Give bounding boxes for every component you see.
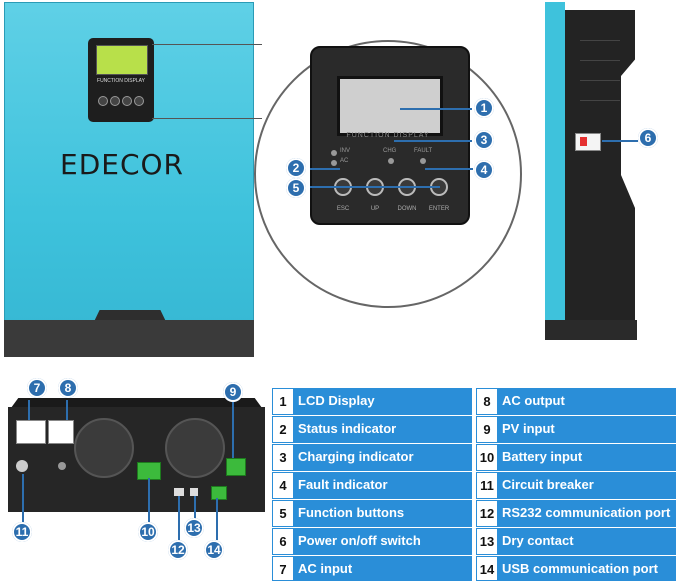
callout-line xyxy=(148,478,150,522)
enter-label: ENTER xyxy=(428,206,450,212)
inverter-side-panel xyxy=(545,2,565,337)
vent-line xyxy=(580,40,620,41)
zoom-guide-line xyxy=(152,118,262,119)
callout-badge-9: 9 xyxy=(223,382,243,402)
legend-num: 14 xyxy=(476,556,498,581)
callout-badge-6: 6 xyxy=(638,128,658,148)
legend-label: Charging indicator xyxy=(294,444,472,471)
cooling-fan xyxy=(165,418,225,478)
panel-title: FUNCTION DISPLAY xyxy=(346,132,430,139)
vent-line xyxy=(580,60,620,61)
legend-num: 13 xyxy=(476,528,498,555)
down-label: DOWN xyxy=(397,206,417,212)
callout-line xyxy=(216,498,218,540)
callout-line xyxy=(394,140,472,142)
callout-line xyxy=(425,168,473,170)
power-switch-rocker xyxy=(580,137,587,146)
callout-badge-3: 3 xyxy=(474,130,494,150)
ac-output-terminal xyxy=(48,420,74,444)
callout-line xyxy=(400,108,472,110)
legend-label: Battery input xyxy=(498,444,676,471)
legend-table: 1 LCD Display 8 AC output 2 Status indic… xyxy=(272,388,676,581)
callout-badge-7: 7 xyxy=(27,378,47,398)
callout-badge-2: 2 xyxy=(286,158,306,178)
legend-label: Status indicator xyxy=(294,416,472,443)
legend-num: 7 xyxy=(272,556,294,581)
callout-line xyxy=(22,474,24,522)
callout-badge-12: 12 xyxy=(168,540,188,560)
dry-contact-terminal xyxy=(211,486,227,500)
legend-num: 11 xyxy=(476,472,498,499)
callout-badge-1: 1 xyxy=(474,98,494,118)
legend-num: 12 xyxy=(476,500,498,527)
legend-label: USB communication port xyxy=(498,556,676,581)
legend-num: 3 xyxy=(272,444,294,471)
fault-label: FAULT xyxy=(414,148,433,154)
front-button[interactable] xyxy=(98,96,108,106)
callout-line xyxy=(178,496,180,540)
ground-screw xyxy=(58,462,66,470)
front-lcd xyxy=(96,45,148,75)
callout-badge-13: 13 xyxy=(184,518,204,538)
chg-indicator-led xyxy=(388,158,394,164)
legend-label: Fault indicator xyxy=(294,472,472,499)
power-switch[interactable] xyxy=(575,133,601,151)
legend-num: 10 xyxy=(476,444,498,471)
front-button[interactable] xyxy=(122,96,132,106)
brand-logo: EDECOR xyxy=(60,148,184,181)
inv-label: INV xyxy=(340,148,351,154)
legend-label: Dry contact xyxy=(498,528,676,555)
callout-badge-4: 4 xyxy=(474,160,494,180)
front-button[interactable] xyxy=(134,96,144,106)
legend-num: 2 xyxy=(272,416,294,443)
chg-label: CHG xyxy=(383,148,397,154)
zoom-guide-line xyxy=(152,44,262,45)
callout-badge-11: 11 xyxy=(12,522,32,542)
up-label: UP xyxy=(370,206,380,212)
legend-num: 5 xyxy=(272,500,294,527)
legend-label: PV input xyxy=(498,416,676,443)
front-panel-title: FUNCTION DISPLAY xyxy=(97,78,145,84)
callout-line xyxy=(28,400,30,420)
cooling-fan xyxy=(74,418,134,478)
legend-num: 4 xyxy=(272,472,294,499)
callout-badge-8: 8 xyxy=(58,378,78,398)
legend-num: 6 xyxy=(272,528,294,555)
legend-label: LCD Display xyxy=(294,388,472,415)
pv-input-terminal xyxy=(226,458,246,476)
legend-num: 8 xyxy=(476,388,498,415)
callout-badge-14: 14 xyxy=(204,540,224,560)
vent-line xyxy=(580,100,620,101)
legend-label: Circuit breaker xyxy=(498,472,676,499)
circuit-breaker xyxy=(16,460,28,472)
legend-label: AC output xyxy=(498,388,676,415)
vent-line xyxy=(580,80,620,81)
ac-label: AC xyxy=(340,158,349,164)
callout-line xyxy=(310,168,340,170)
legend-label: AC input xyxy=(294,556,472,581)
legend-num: 9 xyxy=(476,416,498,443)
callout-badge-5: 5 xyxy=(286,178,306,198)
legend-label: Function buttons xyxy=(294,500,472,527)
legend-label: RS232 communication port xyxy=(498,500,676,527)
inv-indicator-led xyxy=(331,150,337,156)
inverter-base xyxy=(4,320,254,357)
esc-label: ESC xyxy=(336,206,350,212)
inverter-side-base xyxy=(545,320,637,340)
usb-port xyxy=(190,488,198,496)
callout-line xyxy=(232,400,234,458)
legend-label: Power on/off switch xyxy=(294,528,472,555)
ac-input-terminal xyxy=(16,420,46,444)
ac-indicator-led xyxy=(331,160,337,166)
fault-indicator-led xyxy=(420,158,426,164)
callout-line xyxy=(194,496,196,520)
callout-line xyxy=(602,140,638,142)
legend-num: 1 xyxy=(272,388,294,415)
callout-line xyxy=(66,400,68,420)
rs232-port xyxy=(174,488,184,496)
callout-badge-10: 10 xyxy=(138,522,158,542)
front-button[interactable] xyxy=(110,96,120,106)
lcd-display xyxy=(337,76,443,136)
callout-line xyxy=(310,186,440,188)
